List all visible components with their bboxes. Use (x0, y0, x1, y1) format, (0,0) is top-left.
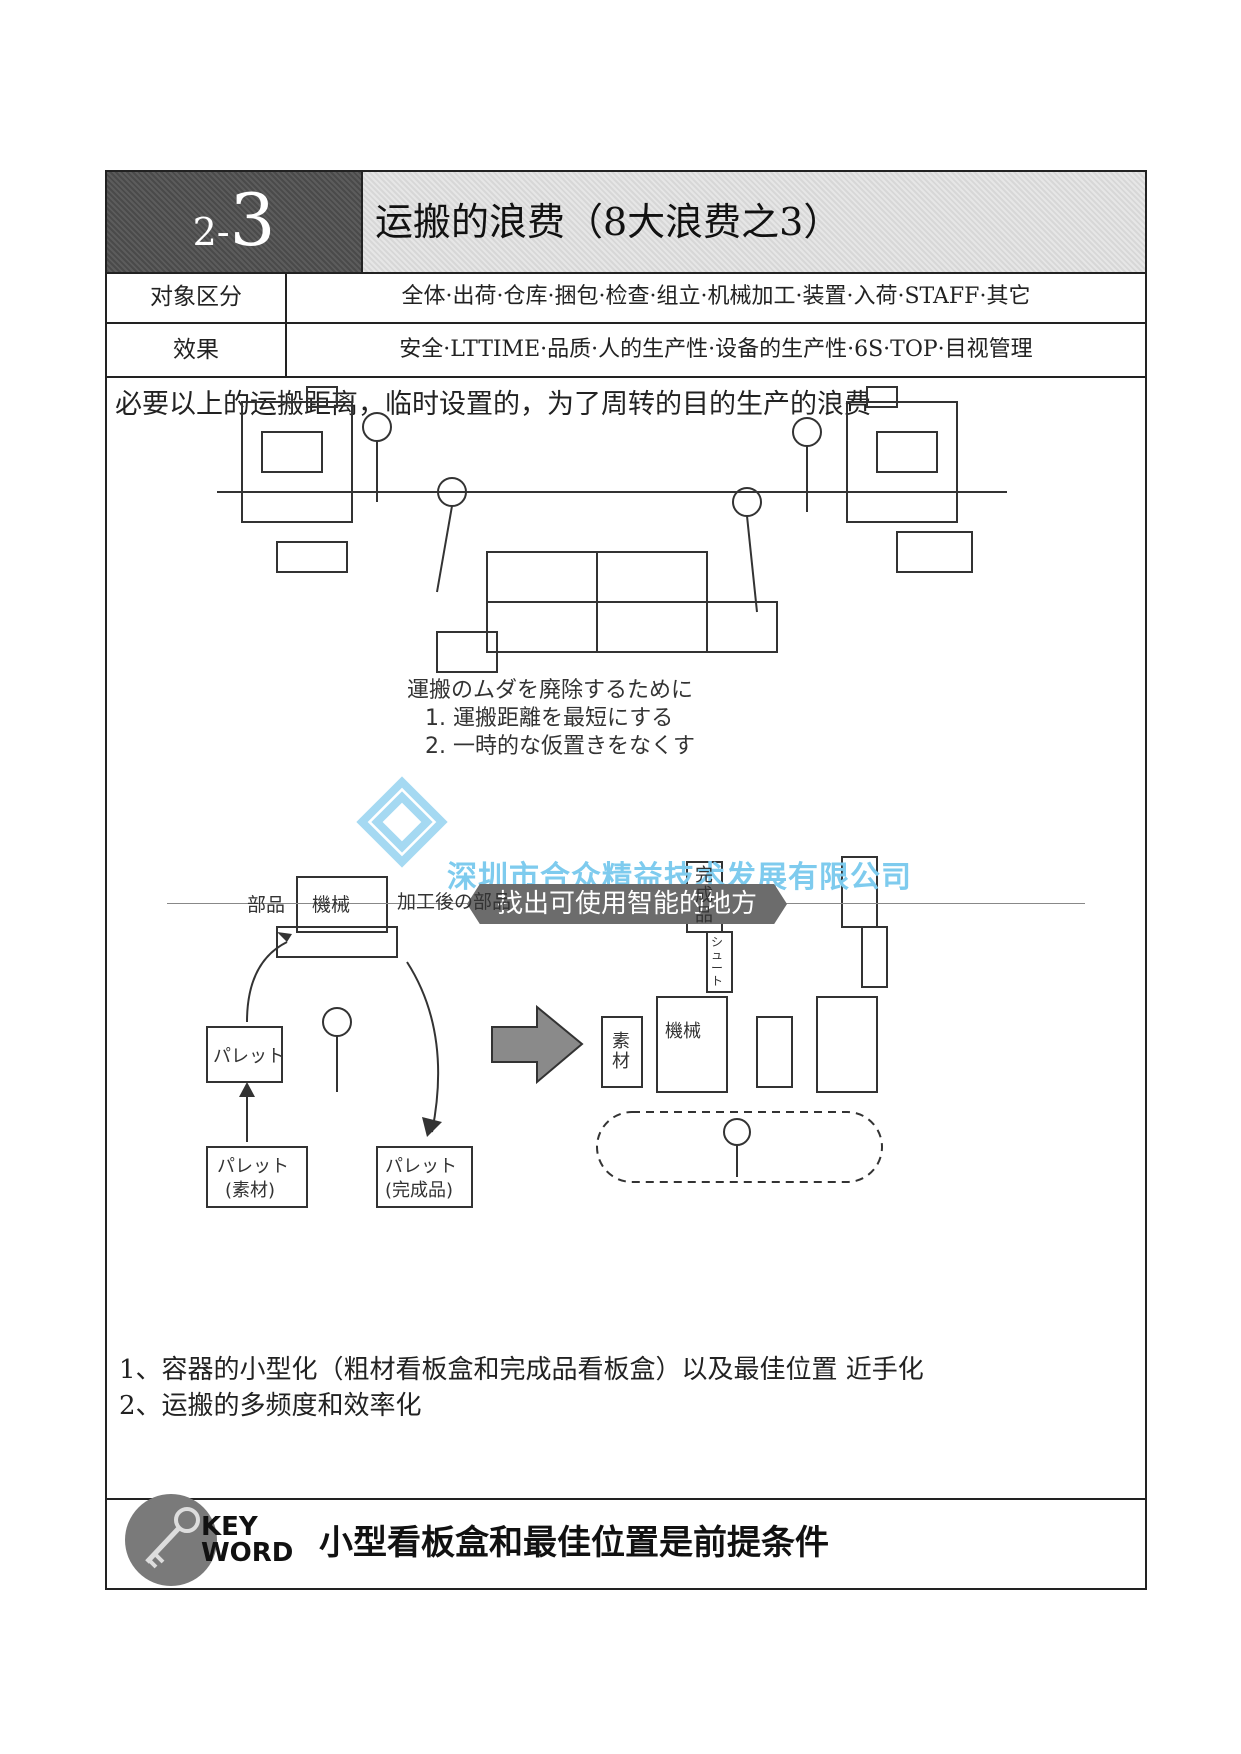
effect-label: 效果 (107, 324, 287, 376)
label-pallet-raw-1: パレット (217, 1156, 289, 1177)
keyword-text: 小型看板盒和最佳位置是前提条件 (319, 1523, 829, 1563)
pallet-box-icon (206, 1026, 473, 1208)
watermark-logo-icon (356, 776, 448, 868)
section-number: 2-3 (107, 172, 363, 272)
keyword-label: KEY WORD (201, 1512, 294, 1568)
effect-row: 效果 安全·LTTIME·品质·人的生产性·设备的生产性·6S·TOP·目视管理 (107, 324, 1145, 378)
worker-icon (362, 412, 822, 613)
page-title: 运搬的浪费（8大浪费之3） (363, 172, 1145, 272)
point-2: 2、运搬的多频度和效率化 (119, 1391, 422, 1421)
label-pallet: パレット (213, 1046, 285, 1067)
machine-box-2-icon (656, 996, 878, 1093)
section-number-main: 3 (229, 178, 276, 262)
header: 2-3 运搬的浪费（8大浪费之3） (107, 172, 1145, 274)
machine-box-icon (276, 876, 398, 958)
right-machine-icon (846, 386, 958, 523)
label-chute: シュート (711, 935, 724, 988)
arrow-down-icon (406, 961, 440, 1133)
operator-icon (322, 1007, 352, 1037)
arrow-up-icon (246, 941, 288, 1023)
transition-arrow-icon (491, 1004, 584, 1085)
document-frame: 2-3 运搬的浪费（8大浪费之3） 对象区分 全体·出荷·仓库·捆包·检查·组立… (105, 170, 1147, 1590)
label-processed: 加工後の部品 (397, 891, 512, 913)
label-machine: 機械 (312, 894, 351, 916)
key-points: 1、容器的小型化（粗材看板盒和完成品看板盒）以及最佳位置 近手化 2、运搬的多频… (119, 1352, 924, 1424)
loop-path-icon (596, 1111, 883, 1183)
key-icon (125, 1494, 217, 1586)
effect-value: 安全·LTTIME·品质·人的生产性·设备的生产性·6S·TOP·目视管理 (399, 337, 1033, 362)
left-machine-icon (241, 386, 353, 523)
label-parts: 部品 (247, 894, 286, 916)
label-machine-2: 機械 (665, 1021, 701, 1042)
label-pallet-done-2: (完成品) (385, 1180, 454, 1201)
material-box-icon (601, 1016, 793, 1088)
label-pallet-raw-2: (素材) (225, 1180, 276, 1201)
operator-2-icon (723, 1118, 751, 1146)
label-pallet-done-1: パレット (385, 1156, 457, 1177)
target-label: 对象区分 (107, 272, 287, 322)
label-done: 完成品 (695, 865, 713, 926)
box-stack-icon (276, 531, 973, 673)
section-number-prefix: 2- (192, 210, 230, 254)
banner: 找出可使用智能的地方 (467, 884, 787, 924)
caption-line-2: 1. 運搬距離を最短にする (425, 706, 674, 731)
illustration (206, 386, 1007, 1208)
keyword-bar: KEY WORD 小型看板盒和最佳位置是前提条件 (107, 1494, 1145, 1588)
point-1: 1、容器的小型化（粗材看板盒和完成品看板盒）以及最佳位置 近手化 (119, 1355, 924, 1385)
target-value: 全体·出荷·仓库·捆包·检查·组立·机械加工·装置·入荷·STAFF·其它 (401, 284, 1031, 309)
caption-line-1: 運搬のムダを廃除するために (407, 678, 694, 703)
target-row: 对象区分 全体·出荷·仓库·捆包·检查·组立·机械加工·装置·入荷·STAFF·… (107, 272, 1145, 324)
label-raw: 素材 (612, 1031, 630, 1072)
caption-line-3: 2. 一時的な仮置きをなくす (425, 734, 695, 759)
